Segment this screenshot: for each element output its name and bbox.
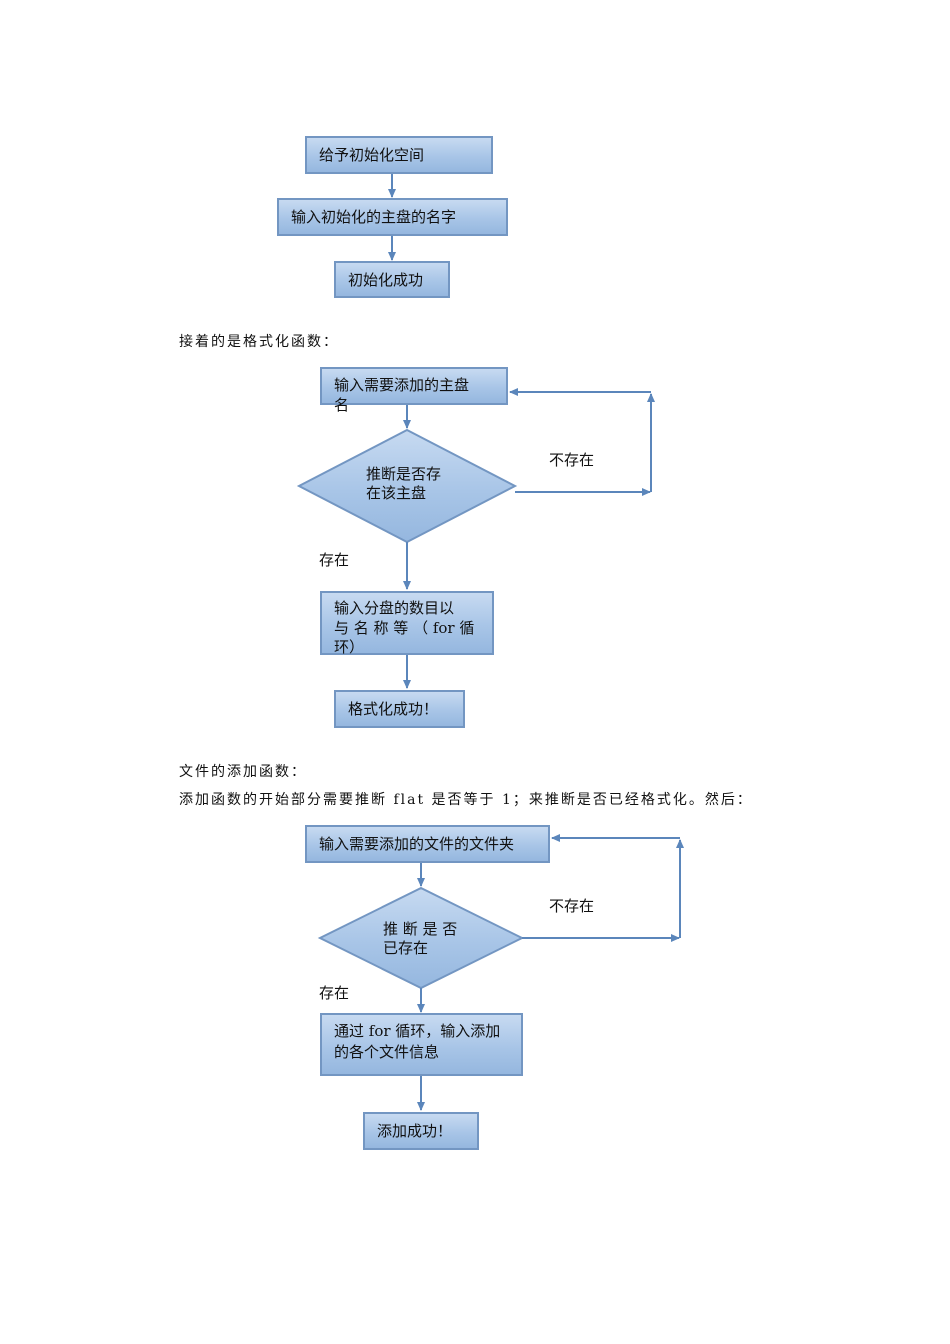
step-input-folder-label: 输入需要添加的文件的文件夹 [319, 835, 515, 853]
step-init-success-label: 初始化成功 [348, 271, 424, 289]
step-input-main-disk-name: 输入初始化的主盘的名字 [277, 198, 508, 236]
paragraph-format-function: 接着的是格式化函数： [179, 334, 339, 350]
step-input-file-info-line2: 的各个文件信息 [334, 1043, 440, 1061]
step-format-success-label: 格式化成功！ [348, 700, 439, 718]
decision-exists-line2: 在该主盘 [366, 484, 427, 502]
label-folder-not-exists: 不存在 [549, 897, 595, 915]
step-give-init-space: 给予初始化空间 [305, 136, 493, 174]
step-input-sub-disks: 输入分盘的数目以 与 名 称 等 （ for 循 环） [320, 591, 494, 656]
step-add-success: 添加成功！ [363, 1112, 479, 1150]
label-folder-exists: 存在 [319, 984, 350, 1002]
paragraph-file-add-description: 添加函数的开始部分需要推断 flat 是否等于 1；来推断是否已经格式化。然后： [179, 792, 753, 808]
step-input-sub-disks-line3: 环） [334, 638, 365, 656]
step-format-success: 格式化成功！ [334, 690, 465, 728]
label-not-exists: 不存在 [549, 451, 595, 469]
decision-exists-line1: 推断是否存 [366, 465, 442, 483]
step-give-init-space-label: 给予初始化空间 [319, 146, 425, 164]
step-input-main-disk-name-label: 输入初始化的主盘的名字 [291, 208, 457, 226]
paragraph-file-add-function: 文件的添加函数： [179, 764, 307, 780]
step-input-sub-disks-line1: 输入分盘的数目以 [334, 599, 455, 617]
step-input-sub-disks-line2: 与 名 称 等 （ for 循 [334, 619, 475, 637]
step-add-success-label: 添加成功！ [377, 1122, 453, 1140]
step-input-main-disk-line2: 名 [334, 396, 350, 414]
step-input-main-disk: 输入需要添加的主盘 名 [320, 367, 508, 414]
step-input-file-info-line1: 通过 for 循环，输入添加 [334, 1022, 501, 1040]
decision-folder-line1: 推 断 是 否 [383, 920, 458, 938]
label-exists: 存在 [319, 551, 350, 569]
decision-folder-line2: 已存在 [383, 939, 429, 957]
step-input-folder: 输入需要添加的文件的文件夹 [305, 825, 550, 863]
step-input-file-info: 通过 for 循环，输入添加 的各个文件信息 [320, 1013, 523, 1076]
step-init-success: 初始化成功 [334, 261, 450, 298]
step-input-main-disk-line1: 输入需要添加的主盘 [334, 376, 470, 394]
